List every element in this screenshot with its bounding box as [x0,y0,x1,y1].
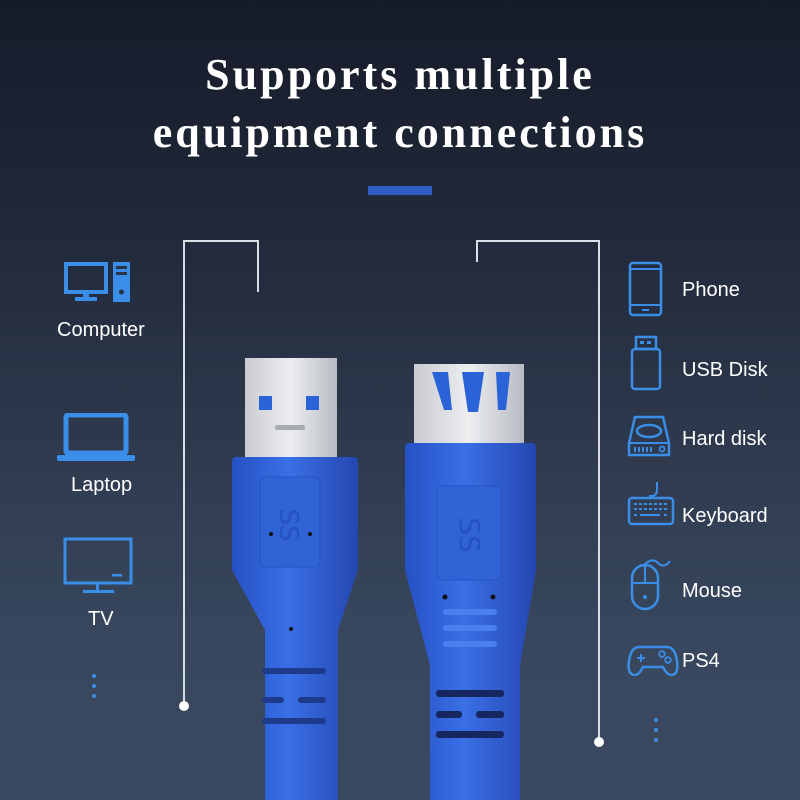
device-label-hard-disk: Hard disk [682,428,767,450]
mouse-icon [630,559,671,611]
right-bracket-drop [476,240,478,262]
headline: Supports multiple equipment connections [0,46,800,162]
device-label-mouse: Mouse [682,580,743,602]
svg-text:SS: SS [453,517,486,553]
device-label-ps4: PS4 [682,650,720,672]
left-bracket-drop [257,240,259,292]
left-bracket-vertical [183,240,185,705]
headline-line-1: Supports multiple [205,50,595,99]
device-label-phone: Phone [682,279,740,301]
gamepad-icon [627,645,679,677]
tv-icon [63,537,133,593]
right-bracket-top [476,240,600,242]
male-usb-connector: SS [232,358,358,800]
accent-bar [368,186,432,195]
keyboard-icon [627,482,675,526]
headline-line-2: equipment connections [152,108,648,157]
left-bracket-top [183,240,259,242]
device-label-computer: Computer [57,319,145,341]
hard-disk-icon [627,415,671,457]
device-label-tv: TV [88,608,114,630]
phone-icon [628,261,663,317]
device-label-keyboard: Keyboard [682,505,768,527]
desktop-computer-icon [64,262,130,302]
left-more-dots-icon [92,674,96,704]
svg-text:SS: SS [273,508,303,541]
device-label-usb-disk: USB Disk [682,359,768,381]
left-bracket-dot [179,701,189,711]
right-more-dots-icon [654,718,658,748]
female-usb-connector: SS [405,364,536,800]
right-bracket-vertical [598,240,600,740]
right-bracket-dot [594,737,604,747]
laptop-icon [57,413,135,461]
device-label-laptop: Laptop [71,474,133,496]
usb-disk-icon [630,335,662,391]
